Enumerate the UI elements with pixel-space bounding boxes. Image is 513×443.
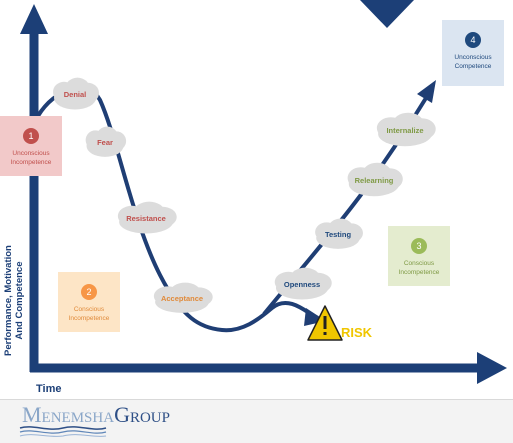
x-axis-arrowhead	[477, 352, 507, 384]
y-axis-arrowhead	[20, 4, 48, 34]
warning-icon	[307, 305, 343, 341]
risk-label: RISK	[341, 325, 373, 340]
cloud-label: Relearning	[355, 176, 394, 185]
stage-number-2: 2	[81, 284, 97, 300]
logo-part1: Menemsha	[22, 402, 115, 427]
cloud-label: Testing	[325, 230, 352, 239]
logo-part2: Group	[114, 402, 170, 427]
stage-text-4: Unconscious Competence	[454, 54, 492, 70]
y-label-line1: Performance, Motivation	[3, 245, 14, 356]
stage-box-1: 1 Unconscious Incompetence	[0, 116, 62, 176]
footer-bar: MenemshaGroup	[0, 399, 513, 443]
cloud-label: Openness	[284, 280, 320, 289]
stage-number-3: 3	[411, 238, 427, 254]
cloud-label: Denial	[64, 90, 87, 99]
cloud-fear: Fear	[85, 126, 127, 157]
stage-text-3: Conscious Incompetence	[398, 260, 440, 276]
stage-box-4: 4 Unconscious Competence	[442, 20, 504, 86]
company-logo: MenemshaGroup	[22, 402, 170, 428]
x-axis-label: Time	[36, 383, 62, 395]
cloud-label: Internalize	[386, 126, 423, 135]
cloud-label: Resistance	[126, 214, 166, 223]
cloud-openness: Openness	[274, 267, 332, 300]
cloud-acceptance: Acceptance	[153, 282, 213, 313]
cloud-relearning: Relearning	[347, 162, 403, 197]
rising-curve-arrowhead	[417, 80, 436, 103]
stage-text-1: Unconscious Incompetence	[10, 150, 52, 166]
top-triangle-shape	[360, 0, 414, 28]
cloud-resistance: Resistance	[117, 201, 177, 234]
cloud-testing: Testing	[315, 218, 363, 249]
stage-number-4: 4	[465, 32, 481, 48]
stage-box-2: 2 Conscious Incompetence	[58, 272, 120, 332]
stage-text-2: Conscious Incompetence	[68, 306, 110, 322]
cloud-label: Acceptance	[161, 294, 203, 303]
cloud-label: Fear	[97, 138, 113, 147]
y-label-line2: And Competence	[14, 261, 25, 340]
cloud-internalize: Internalize	[376, 112, 436, 147]
stage-box-3: 3 Conscious Incompetence	[388, 226, 450, 286]
cloud-denial: Denial	[53, 77, 99, 110]
stage-number-1: 1	[23, 128, 39, 144]
logo-waves-icon	[19, 426, 107, 437]
